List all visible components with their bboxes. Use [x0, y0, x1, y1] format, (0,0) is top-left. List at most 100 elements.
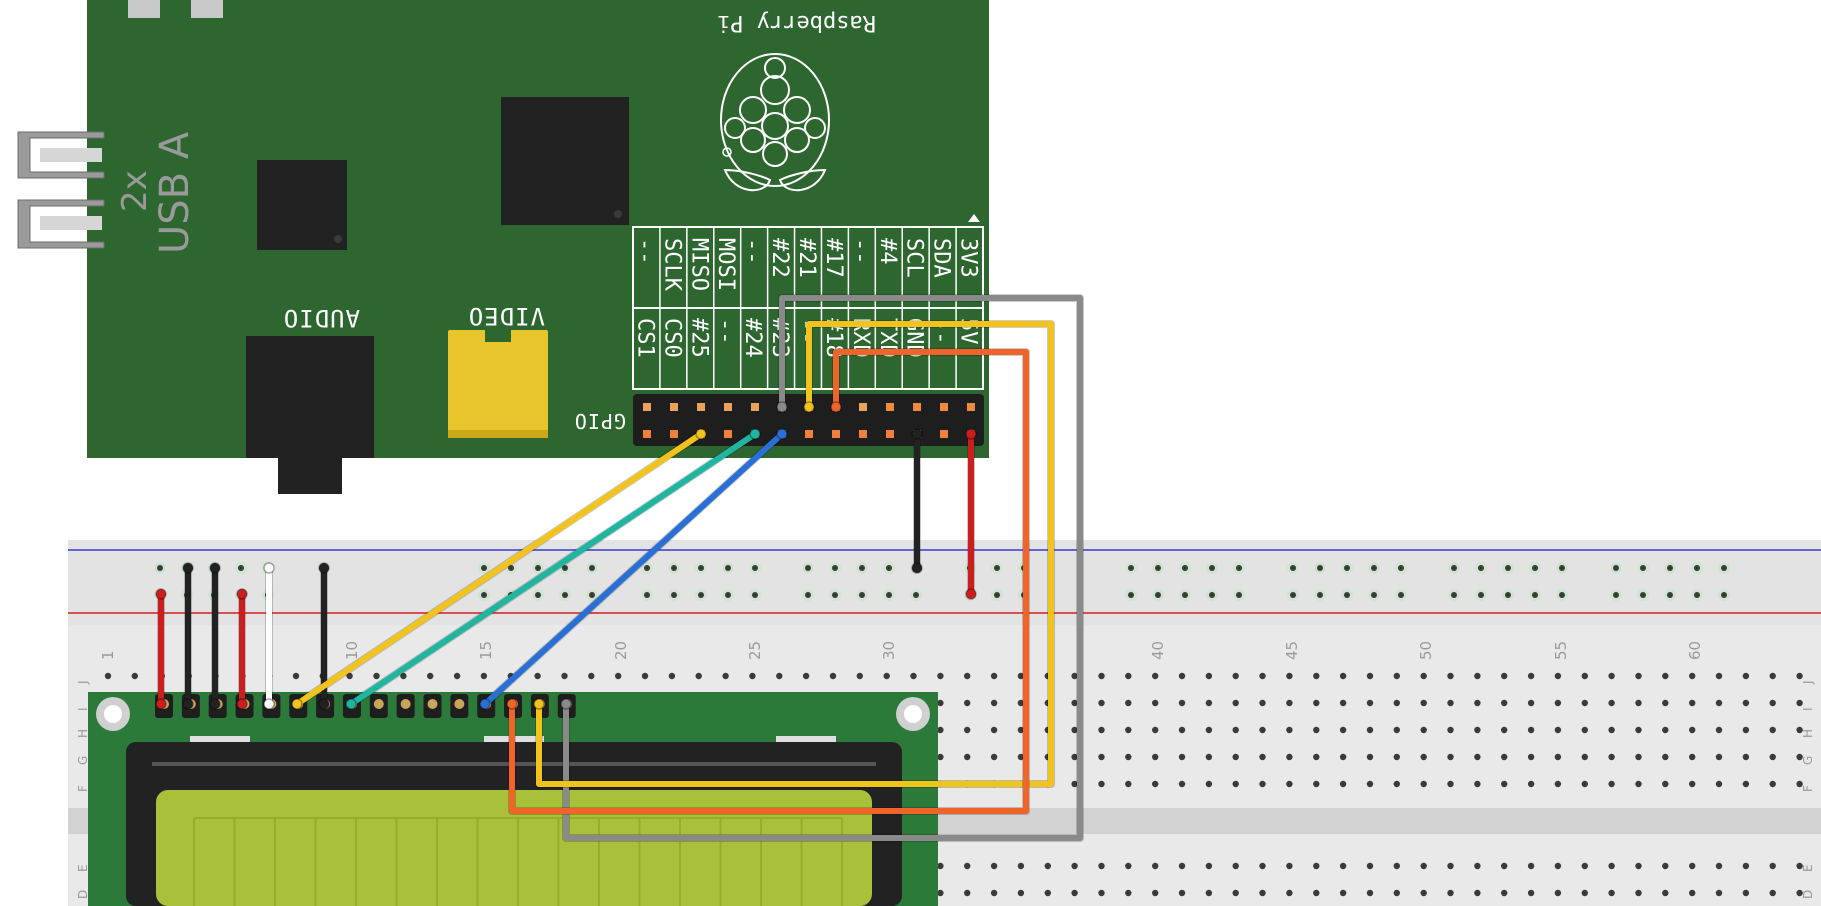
- terminal-hole: [1071, 699, 1078, 707]
- terminal-hole: [104, 672, 112, 680]
- terminal-hole: [1071, 726, 1078, 734]
- terminal-hole: [346, 672, 353, 680]
- audio-label: AUDIO: [283, 304, 360, 332]
- terminal-hole: [1447, 889, 1454, 897]
- terminal-hole: [1420, 862, 1427, 870]
- wire-orange-loop-end: [830, 401, 842, 413]
- col-num-15: 15: [477, 641, 495, 660]
- row-letter-h-right: H: [1801, 729, 1815, 738]
- terminal-hole: [1769, 726, 1776, 734]
- wire-yellow-loop: [536, 321, 1054, 787]
- terminal-hole: [1071, 862, 1078, 870]
- terminal-hole: [1152, 753, 1159, 761]
- terminal-hole: [1339, 726, 1347, 734]
- terminal-hole: [1635, 780, 1642, 788]
- terminal-hole: [1071, 753, 1078, 761]
- terminal-hole: [1339, 753, 1347, 761]
- gpio-label: GPIO: [574, 409, 626, 433]
- terminal-hole: [1393, 699, 1401, 707]
- terminal-hole: [1420, 672, 1427, 680]
- terminal-hole: [964, 699, 971, 707]
- lcd-character-grid: [193, 817, 843, 906]
- terminal-hole: [1152, 726, 1159, 734]
- col-num-55: 55: [1552, 641, 1570, 660]
- gpio-pin: [913, 403, 921, 411]
- terminal-hole: [1393, 862, 1401, 870]
- terminal-hole: [1447, 780, 1454, 788]
- terminal-hole: [990, 672, 998, 680]
- terminal-hole: [1501, 672, 1508, 680]
- terminal-hole: [1796, 780, 1803, 788]
- terminal-hole: [1554, 753, 1562, 761]
- gpio-pin-label-top: --: [740, 238, 765, 265]
- terminal-hole: [1232, 672, 1239, 680]
- lcd-pin: [373, 699, 384, 709]
- terminal-hole: [1742, 780, 1750, 788]
- terminal-hole: [1769, 889, 1776, 897]
- terminal-hole: [1339, 889, 1347, 897]
- terminal-hole: [1259, 672, 1266, 680]
- terminal-hole: [1662, 699, 1669, 707]
- column-numbers: 1 10 15 20 25 30 40 45 50 55 60: [99, 641, 1704, 660]
- raspberry-logo-icon: [720, 53, 830, 192]
- lcd-pin: [427, 699, 438, 709]
- terminal-hole: [1259, 753, 1266, 761]
- terminal-hole: [1715, 753, 1723, 761]
- wire-orange-loop: [509, 349, 1029, 814]
- gpio-pin: [967, 403, 975, 411]
- terminal-hole: [964, 726, 971, 734]
- wire-red-2-end: [236, 588, 248, 600]
- gpio-pin: [697, 403, 705, 411]
- terminal-hole: [1689, 726, 1696, 734]
- terminal-hole: [1742, 862, 1750, 870]
- usb-count-label: 2x: [115, 170, 155, 212]
- gpio-pin-label-top: --: [633, 238, 658, 265]
- col-num-1: 1: [99, 650, 117, 660]
- gpio-pin: [670, 403, 678, 411]
- terminal-hole: [1742, 726, 1750, 734]
- terminal-hole: [1393, 672, 1401, 680]
- terminal-hole: [1366, 862, 1374, 870]
- terminal-hole: [1715, 672, 1723, 680]
- gpio-pin-label-bottom: --: [713, 318, 738, 345]
- terminal-hole: [534, 672, 541, 680]
- terminal-hole: [1501, 889, 1508, 897]
- gpio-pin: [940, 430, 948, 438]
- terminal-hole: [1635, 753, 1642, 761]
- terminal-hole: [1635, 862, 1642, 870]
- terminal-hole: [1769, 862, 1776, 870]
- terminal-hole: [1232, 699, 1239, 707]
- col-num-45: 45: [1283, 641, 1301, 660]
- terminal-hole: [1313, 889, 1320, 897]
- terminal-hole: [1742, 889, 1750, 897]
- gpio-pin-label-top: SCLK: [659, 238, 684, 292]
- col-num-40: 40: [1149, 641, 1167, 660]
- wire-black-3-end: [318, 698, 330, 710]
- wire-teal-diag-end: [345, 698, 357, 710]
- terminal-hole: [1447, 672, 1454, 680]
- terminal-hole: [1125, 672, 1132, 680]
- terminal-hole: [1662, 726, 1669, 734]
- gpio-pin: [724, 403, 732, 411]
- wire-red-2-end: [236, 698, 248, 710]
- wire-yellow-loop-end: [533, 698, 545, 710]
- terminal-hole: [1017, 753, 1025, 761]
- terminal-hole: [1662, 753, 1669, 761]
- terminal-hole: [1232, 862, 1239, 870]
- terminal-hole: [749, 672, 756, 680]
- terminal-hole: [1554, 780, 1562, 788]
- terminal-hole: [1527, 862, 1535, 870]
- terminal-hole: [1339, 672, 1347, 680]
- terminal-hole: [990, 699, 998, 707]
- terminal-hole: [1286, 726, 1293, 734]
- terminal-hole: [668, 672, 676, 680]
- row-letter-j: J: [76, 680, 90, 685]
- terminal-hole: [990, 889, 998, 897]
- terminal-hole: [1796, 699, 1803, 707]
- terminal-hole: [1662, 780, 1669, 788]
- terminal-hole: [1017, 699, 1025, 707]
- gpio-pin-label-top: SCL: [902, 238, 927, 278]
- gpio-pin-label-top: --: [848, 238, 873, 265]
- terminal-hole: [802, 672, 810, 680]
